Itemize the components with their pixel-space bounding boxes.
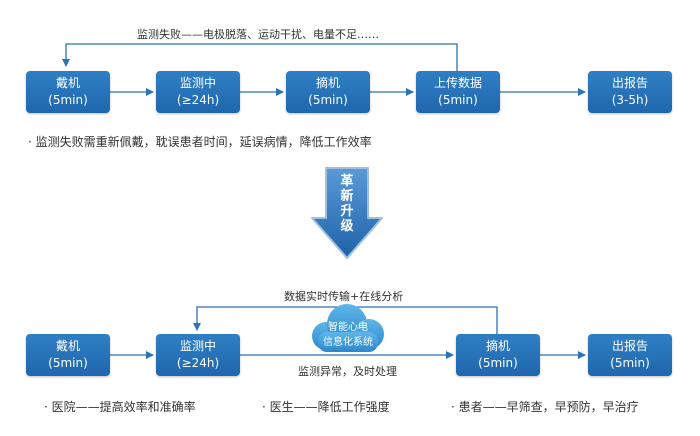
step-title: 监测中: [179, 339, 216, 353]
bottom-note-patient: · 患者——早筛查，早预防，早治疗: [451, 400, 639, 414]
upgrade-char: 新: [340, 189, 354, 204]
bottom-step-monitoring: 监测中 (≥24h): [156, 334, 240, 376]
top-step-upload: 上传数据 (5min): [416, 71, 500, 113]
bottom-note-hospital: · 医院——提高效率和准确率: [44, 400, 196, 414]
step-title: 出报告: [611, 76, 648, 90]
step-time: (5min): [48, 93, 88, 107]
step-time: (≥24h): [176, 93, 220, 107]
top-step-report: 出报告 (3-5h): [588, 71, 672, 113]
step-time: (5min): [478, 356, 518, 370]
top-step-remove: 摘机 (5min): [286, 71, 370, 113]
cloud-line: 智能心电: [328, 322, 368, 333]
bottom-step-report: 出报告 (5min): [588, 334, 672, 376]
upgrade-char: 级: [340, 219, 354, 234]
step-time: (5min): [438, 93, 478, 107]
bottom-note-doctor: · 医生——降低工作强度: [262, 400, 390, 414]
cloud-label: 智能心电 信息化系统: [316, 320, 380, 350]
top-note: · 监测失败需重新佩戴，耽误患者时间，延误病情，降低工作效率: [28, 135, 372, 149]
top-step-wear: 戴机 (5min): [26, 71, 110, 113]
cloud-line: 信息化系统: [323, 337, 373, 348]
bottom-step-remove: 摘机 (5min): [456, 334, 540, 376]
step-title: 监测中: [179, 76, 216, 90]
step-title: 出报告: [611, 339, 648, 353]
upgrade-arrow-shape: [311, 167, 383, 259]
step-title: 戴机: [55, 339, 80, 353]
step-time: (3-5h): [611, 93, 649, 107]
step-time: (≥24h): [176, 356, 220, 370]
upgrade-char: 革: [340, 174, 354, 189]
upgrade-arrow-text: 革 新 升 级: [339, 174, 355, 234]
upgrade-char: 升: [340, 204, 354, 219]
top-feedback-label: 监测失败——电极脱落、运动干扰、电量不足……: [137, 28, 379, 41]
bottom-feedback-label: 数据实时传输+在线分析: [284, 290, 404, 303]
bottom-step-wear: 戴机 (5min): [26, 334, 110, 376]
step-time: (5min): [48, 356, 88, 370]
step-time: (5min): [308, 93, 348, 107]
top-step-monitoring: 监测中 (≥24h): [156, 71, 240, 113]
step-title: 摘机: [315, 76, 340, 90]
step-title: 上传数据: [433, 76, 482, 90]
step-title: 戴机: [55, 76, 80, 90]
step-title: 摘机: [485, 339, 510, 353]
step-time: (5min): [610, 356, 650, 370]
monitor-label: 监测异常，及时处理: [298, 365, 397, 378]
top-feedback-loop: [62, 43, 458, 71]
cloud-icon: [312, 304, 384, 352]
